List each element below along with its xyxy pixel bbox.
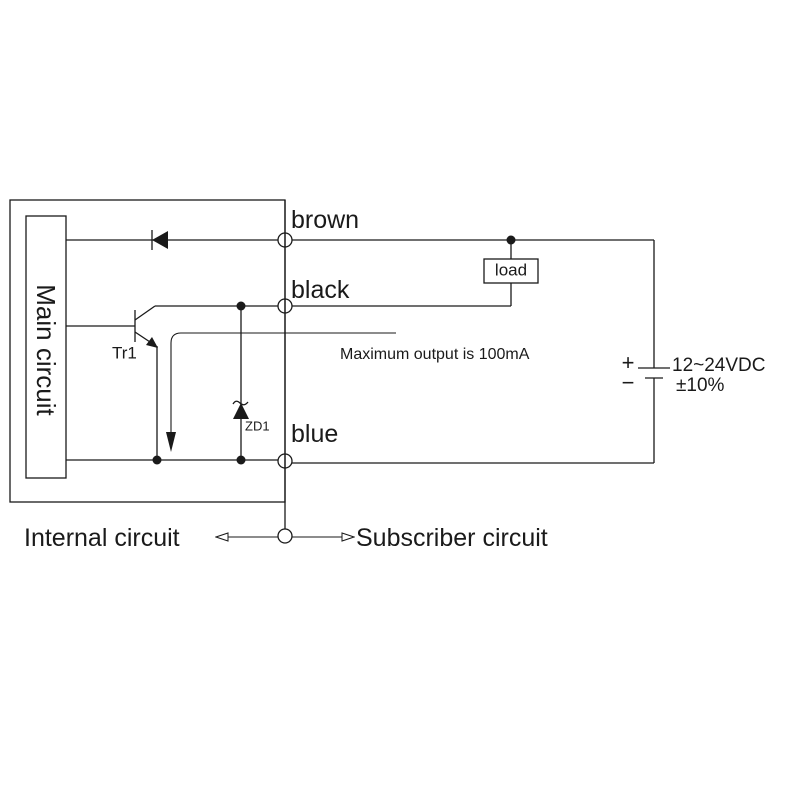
supply-voltage: 12~24VDC <box>672 355 765 376</box>
current-arrow-head <box>166 432 176 452</box>
terminal-brown <box>277 232 293 248</box>
terminal-black <box>277 298 293 314</box>
supply-minus: − <box>622 370 635 395</box>
current-path-arrow <box>170 332 396 440</box>
zener-label: ZD1 <box>245 418 270 433</box>
boundary-marker <box>277 528 293 544</box>
brown-label: brown <box>291 206 359 234</box>
internal-circuit-label: Internal circuit <box>24 524 180 552</box>
junction-dot-zener-bottom <box>236 455 246 465</box>
max-output-label: Maximum output is 100mA <box>340 346 530 363</box>
subscriber-circuit-label: Subscriber circuit <box>356 524 548 552</box>
blue-label: blue <box>291 420 338 448</box>
main-circuit-block <box>25 215 67 479</box>
diode-symbol <box>151 230 168 250</box>
main-circuit-label: Main circuit <box>31 284 61 416</box>
black-label: black <box>291 276 350 304</box>
junction-dot-load <box>506 235 516 245</box>
supply-tolerance: ±10% <box>676 375 725 396</box>
supply-plus: + <box>622 350 635 375</box>
junction-dot-emitter <box>152 455 162 465</box>
zener-diode-symbol <box>232 306 249 460</box>
terminal-blue <box>277 453 293 469</box>
transistor-label: Tr1 <box>112 343 137 362</box>
junction-dot-zener-top <box>236 301 246 311</box>
transistor-symbol <box>66 305 158 460</box>
load-label: load <box>495 260 527 279</box>
